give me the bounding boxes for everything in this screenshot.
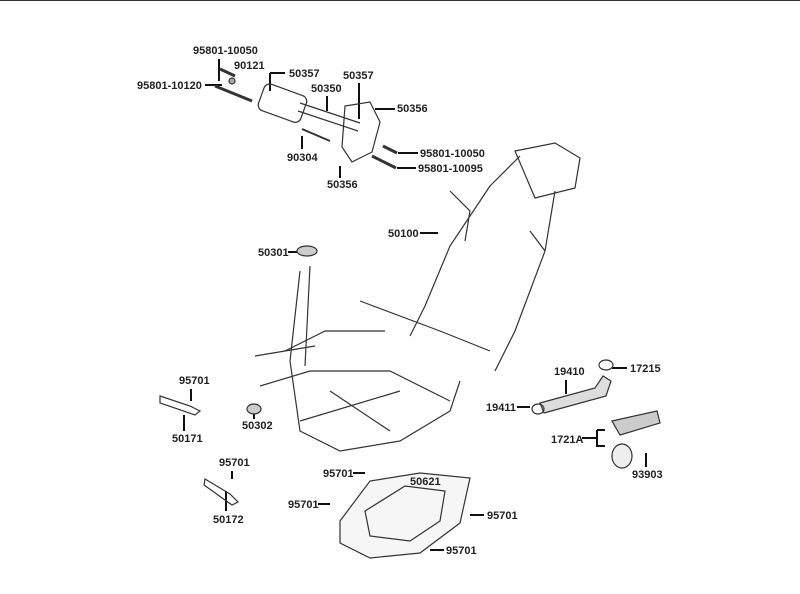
part-label-90304: 90304 (287, 152, 318, 164)
part-label-17215: 17215 (630, 363, 661, 375)
part-label-95701: 95701 (323, 468, 354, 480)
part-label-95801-10050: 95801-10050 (420, 148, 485, 160)
part-label-50356: 50356 (397, 103, 428, 115)
floor-panel (339, 472, 471, 559)
part-label-50172: 50172 (213, 514, 244, 526)
part-label-50357: 50357 (289, 68, 320, 80)
part-label-50357: 50357 (343, 70, 374, 82)
part-label-95701: 95701 (219, 457, 250, 469)
part-label-50301: 50301 (258, 247, 289, 259)
part-label-50350: 50350 (311, 83, 342, 95)
main-frame (246, 142, 581, 452)
part-label-50621: 50621 (410, 476, 441, 488)
part-label-95701: 95701 (179, 375, 210, 387)
part-label-50171: 50171 (172, 433, 203, 445)
part-label-95701: 95701 (446, 545, 477, 557)
side-brackets (159, 395, 240, 506)
part-label-95701: 95701 (288, 499, 319, 511)
part-label-93903: 93903 (632, 469, 663, 481)
part-label-95801-10050: 95801-10050 (193, 45, 258, 57)
part-label-50356: 50356 (327, 179, 358, 191)
part-label-50100: 50100 (388, 228, 419, 240)
part-label-95801-10095: 95801-10095 (418, 163, 483, 175)
steering-stem-assembly (214, 67, 398, 170)
part-label-95701: 95701 (487, 510, 518, 522)
part-label-19411: 19411 (486, 402, 516, 414)
part-label-95801-10120: 95801-10120 (137, 80, 202, 92)
part-label-90121: 90121 (234, 60, 265, 72)
air-duct (531, 359, 661, 469)
part-label-50302: 50302 (242, 420, 273, 432)
part-label-1721A: 1721A (551, 434, 584, 446)
part-label-19410: 19410 (554, 366, 585, 378)
